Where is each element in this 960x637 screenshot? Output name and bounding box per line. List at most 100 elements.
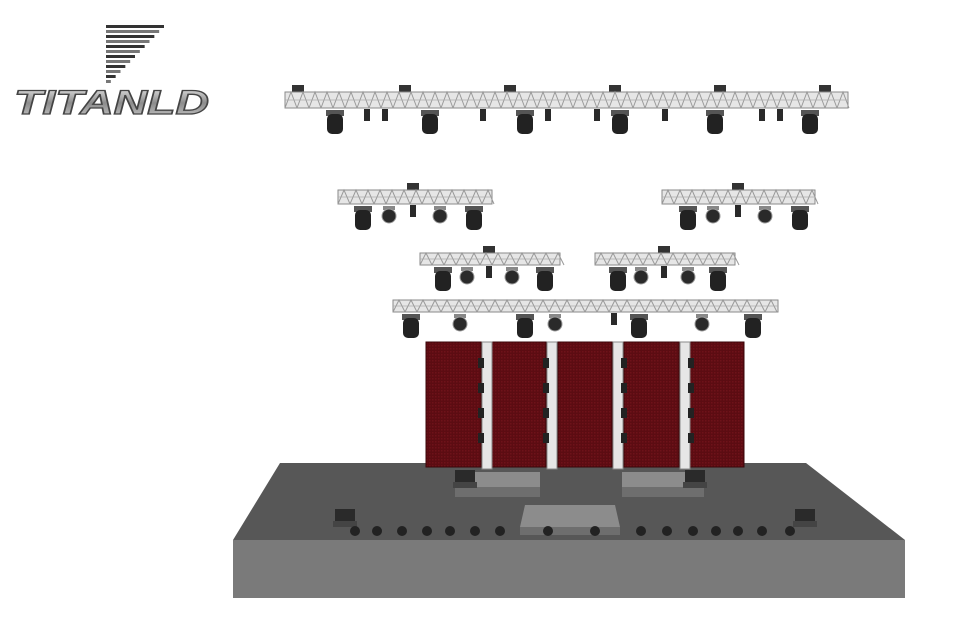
tower-fixture xyxy=(621,358,627,368)
led-panel xyxy=(491,341,547,468)
moving-head-icon xyxy=(355,210,371,230)
floor-wash-light xyxy=(495,526,505,536)
tower-fixture xyxy=(621,383,627,393)
wash-yoke xyxy=(454,314,466,318)
logo-stripe xyxy=(106,40,150,43)
floor-moving-head xyxy=(335,509,355,523)
moving-head-icon xyxy=(612,114,628,134)
floor-wash-light xyxy=(372,526,382,536)
par-can-icon xyxy=(662,109,668,121)
moving-head-yoke xyxy=(706,110,724,116)
led-panel xyxy=(425,341,482,468)
moving-head-icon xyxy=(537,271,553,291)
wash-light-icon xyxy=(547,316,563,332)
wash-light-icon xyxy=(680,269,696,285)
truss-lacing xyxy=(419,251,565,266)
floor-wash-light xyxy=(688,526,698,536)
moving-head-icon xyxy=(707,114,723,134)
logo-stripe xyxy=(106,70,121,73)
floor-wash-light xyxy=(422,526,432,536)
floor-wash-light xyxy=(445,526,455,536)
logo-stripe xyxy=(106,55,135,58)
moving-head-yoke xyxy=(791,206,809,212)
tower-fixture xyxy=(478,358,484,368)
moving-head-icon xyxy=(422,114,438,134)
wash-light-icon xyxy=(504,269,520,285)
led-panel xyxy=(623,341,680,468)
par-can-icon xyxy=(735,205,741,217)
dimmer-box xyxy=(399,85,411,94)
floor-base xyxy=(333,521,357,527)
wash-yoke xyxy=(696,314,708,318)
wash-light-icon xyxy=(459,269,475,285)
floor-wash-light xyxy=(662,526,672,536)
moving-head-icon xyxy=(466,210,482,230)
riser-right-front xyxy=(622,487,704,497)
led-panel xyxy=(557,341,613,468)
moving-head-icon xyxy=(710,271,726,291)
logo-stripe xyxy=(106,80,111,83)
par-can-icon xyxy=(364,109,370,121)
stage-top xyxy=(233,463,905,540)
moving-head-icon xyxy=(517,114,533,134)
truss xyxy=(337,183,495,230)
logo-stripe xyxy=(106,25,164,28)
dimmer-box xyxy=(292,85,304,94)
wash-yoke xyxy=(549,314,561,318)
wash-yoke xyxy=(759,206,771,210)
logo-stripe xyxy=(106,50,140,53)
wash-yoke xyxy=(383,206,395,210)
moving-head-icon xyxy=(631,318,647,338)
tower-fixture xyxy=(688,433,694,443)
wash-light-icon xyxy=(432,208,448,224)
moving-head-yoke xyxy=(465,206,483,212)
wash-yoke xyxy=(682,267,694,271)
floor-wash-light xyxy=(636,526,646,536)
logo-stripe xyxy=(106,45,145,48)
logo-stripe xyxy=(106,60,131,63)
moving-head-yoke xyxy=(536,267,554,273)
truss xyxy=(661,183,819,230)
wash-light-icon xyxy=(694,316,710,332)
wash-light-icon xyxy=(705,208,721,224)
par-can-icon xyxy=(777,109,783,121)
par-can-icon xyxy=(382,109,388,121)
logo-stripe xyxy=(106,30,160,33)
par-can-icon xyxy=(480,109,486,121)
truss xyxy=(284,85,850,134)
wash-yoke xyxy=(461,267,473,271)
vertical-truss-tower xyxy=(481,341,493,470)
wash-yoke xyxy=(707,206,719,210)
vertical-truss-tower xyxy=(612,341,624,470)
par-can-icon xyxy=(486,266,492,278)
moving-head-icon xyxy=(610,271,626,291)
moving-head-icon xyxy=(435,271,451,291)
moving-head-yoke xyxy=(516,110,534,116)
tower-fixture xyxy=(543,358,549,368)
truss-lacing xyxy=(337,188,495,205)
tower-fixture xyxy=(688,358,694,368)
floor-fixtures xyxy=(333,470,817,536)
wash-yoke xyxy=(434,206,446,210)
tower-fixture xyxy=(478,408,484,418)
led-panel xyxy=(689,341,745,468)
moving-head-yoke xyxy=(402,314,420,320)
dimmer-box xyxy=(407,183,419,192)
riser-center-top xyxy=(520,505,620,527)
wash-yoke xyxy=(635,267,647,271)
floor-wash-light xyxy=(785,526,795,536)
moving-head-yoke xyxy=(609,267,627,273)
moving-head-yoke xyxy=(709,267,727,273)
par-can-icon xyxy=(410,205,416,217)
floor-wash-light xyxy=(711,526,721,536)
tower-fixture xyxy=(543,383,549,393)
moving-head-icon xyxy=(802,114,818,134)
moving-head-yoke xyxy=(630,314,648,320)
logo-stripes xyxy=(106,25,164,83)
moving-head-yoke xyxy=(434,267,452,273)
logo-stripe xyxy=(106,75,116,78)
moving-head-yoke xyxy=(326,110,344,116)
truss-lacing xyxy=(661,188,819,205)
floor-base xyxy=(793,521,817,527)
wash-light-icon xyxy=(633,269,649,285)
